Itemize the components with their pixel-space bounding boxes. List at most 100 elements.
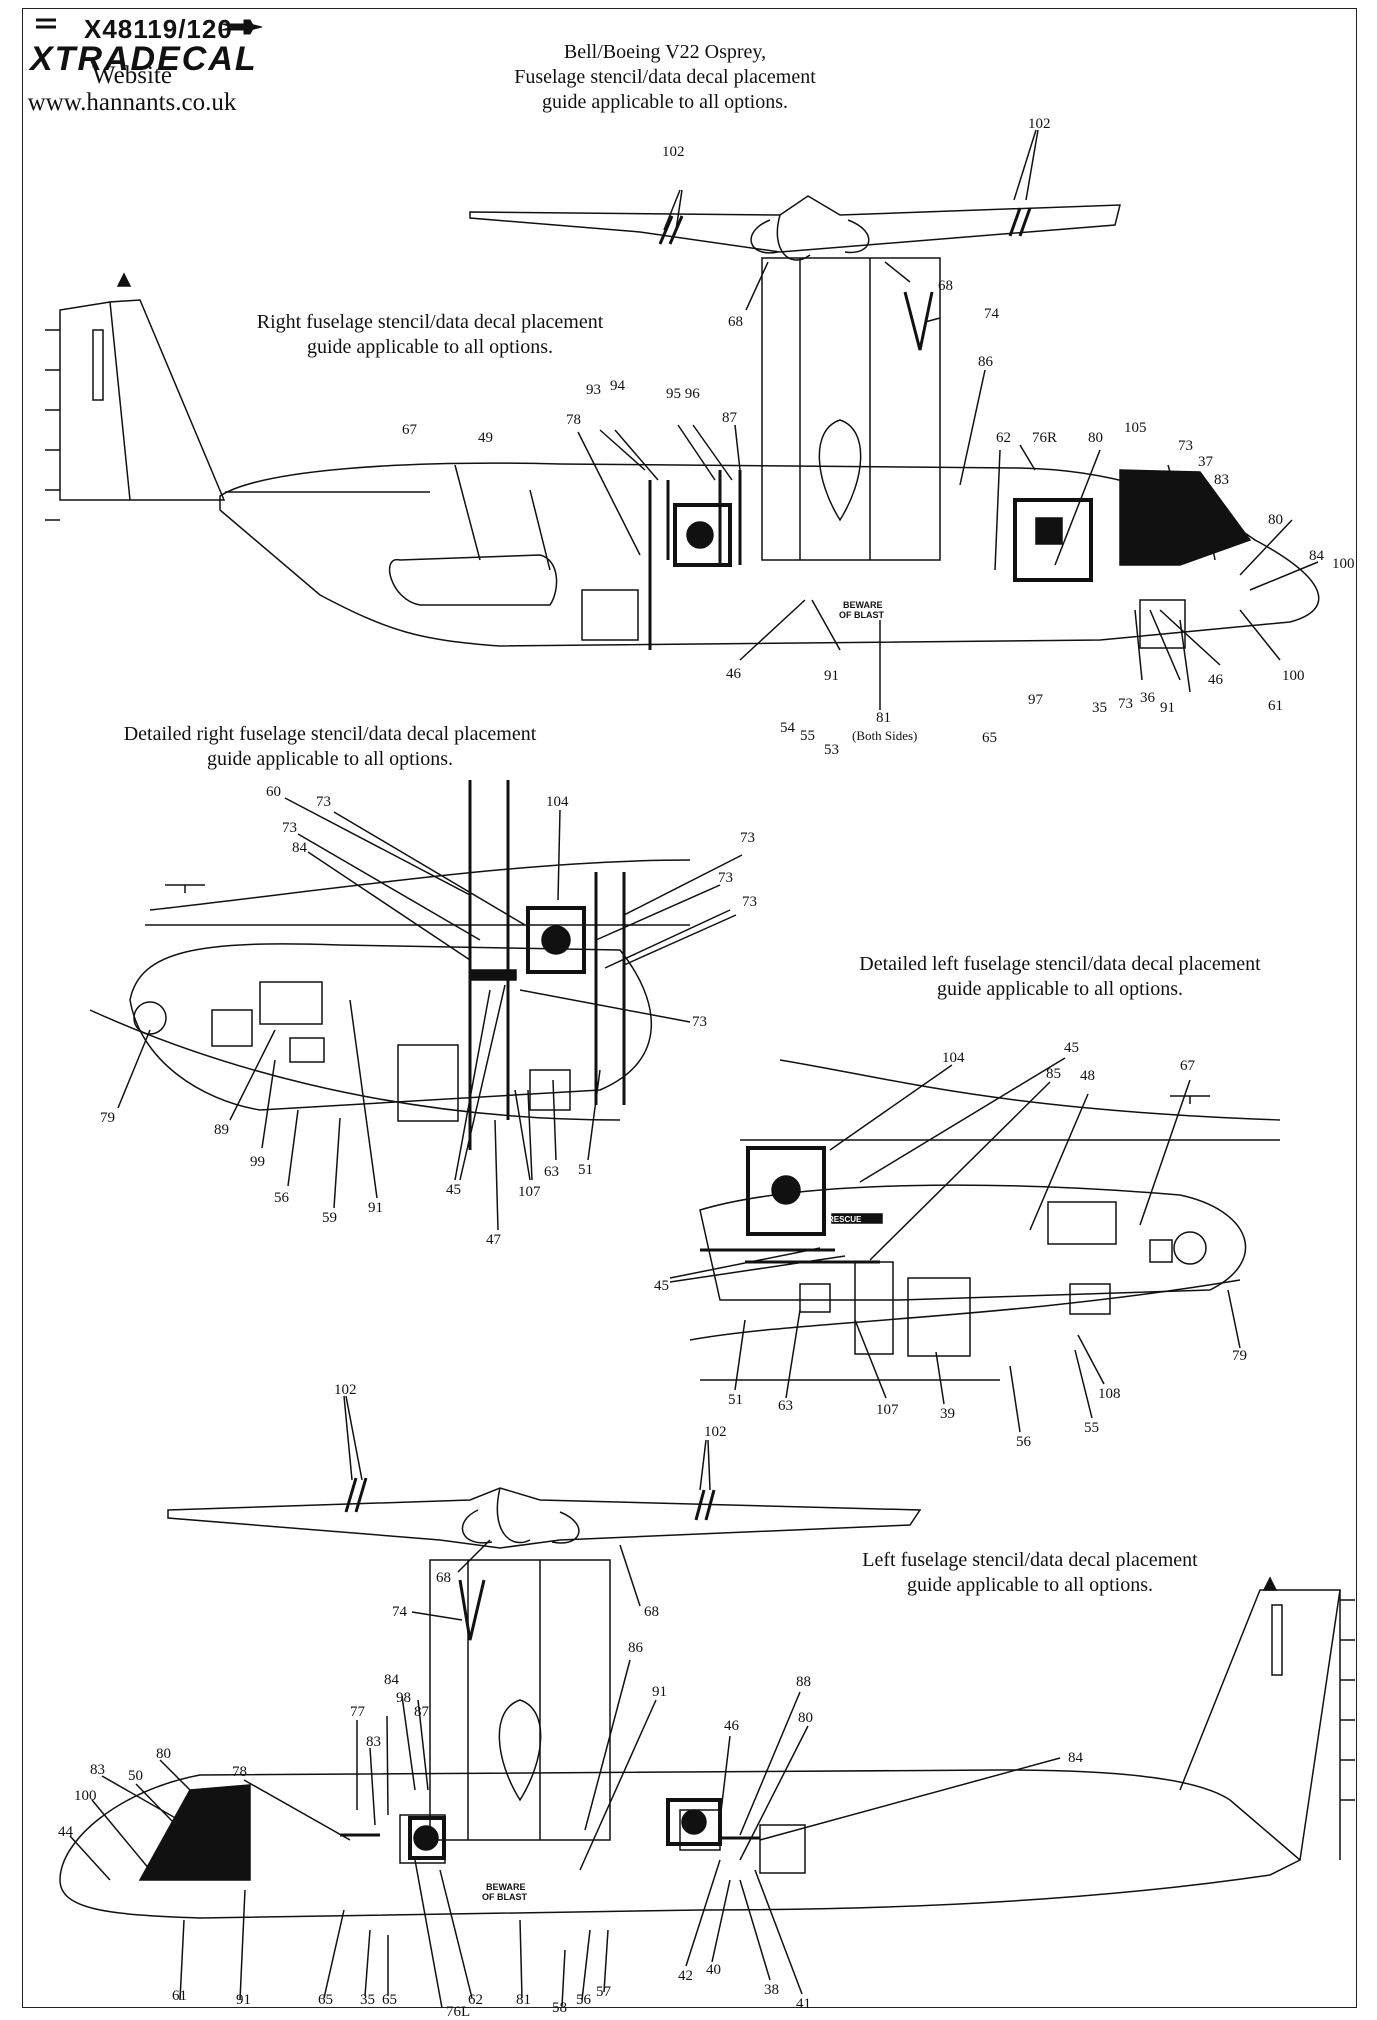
callout-label: 36	[1140, 690, 1156, 706]
callout-label: 104	[546, 794, 569, 810]
callout-label: 45	[1064, 1040, 1079, 1056]
callout-label: 35	[360, 1992, 375, 2008]
callout-label: 102	[1028, 116, 1051, 132]
callout-label: 104	[942, 1050, 965, 1066]
callout-label: 86	[978, 354, 994, 370]
callout-label: 84	[292, 840, 308, 856]
callout-label: 100	[1332, 556, 1355, 572]
callout-label: 42	[678, 1968, 693, 1984]
callout-label: 46	[726, 666, 742, 682]
callout-label: 48	[1080, 1068, 1095, 1084]
callout-label: 99	[250, 1154, 265, 1170]
left-view-labels: 102 102 68 68 74 86 91 46 88 80 84 78 77…	[58, 1382, 1084, 2020]
callout-label: 95 96	[666, 386, 700, 402]
callout-label: 46	[1208, 672, 1224, 688]
website-block: Website www.hannants.co.uk	[22, 62, 242, 116]
callout-label: 94	[610, 378, 626, 394]
page-border	[22, 8, 1357, 2008]
logo-jet-icon	[36, 18, 263, 35]
callout-label: 56	[576, 1992, 592, 2008]
callout-label: 74	[392, 1604, 408, 1620]
callout-label: 83	[366, 1734, 381, 1750]
callout-label: 55	[800, 728, 815, 744]
callout-label: 91	[368, 1200, 383, 1216]
callout-label: 63	[544, 1164, 559, 1180]
callout-label: 63	[778, 1398, 793, 1414]
callout-label: 102	[704, 1424, 727, 1440]
callout-label: 84	[1068, 1750, 1084, 1766]
callout-label: 38	[764, 1982, 779, 1998]
callout-label: 83	[1214, 472, 1229, 488]
callout-label: 61	[1268, 698, 1283, 714]
callout-label: 56	[1016, 1434, 1032, 1450]
callout-label: 79	[100, 1110, 115, 1126]
callout-label: 91	[1160, 700, 1175, 716]
callout-label: 88	[796, 1674, 811, 1690]
callout-label: 80	[156, 1746, 171, 1762]
callout-label: 65	[318, 1992, 333, 2008]
left-fuselage-view	[59, 1395, 1355, 2009]
beware-marking: OF BLAST	[839, 610, 884, 620]
callout-label: 87	[414, 1704, 430, 1720]
right-view-labels: 102 102 68 68 74 86 93 94 95 96 87 78 67…	[402, 116, 1355, 758]
callout-label: 107	[876, 1402, 899, 1418]
detail-left-heading: Detailed left fuselage stencil/data deca…	[859, 953, 1261, 1000]
callout-label: 62	[996, 430, 1011, 446]
callout-label: 53	[824, 742, 839, 758]
callout-label: 68	[436, 1570, 451, 1586]
callout-label: 76L	[446, 2004, 470, 2020]
callout-label: 80	[1268, 512, 1283, 528]
callout-label: 102	[662, 144, 685, 160]
website-url: www.hannants.co.uk	[27, 89, 237, 116]
callout-label: 73	[692, 1014, 707, 1030]
callout-label: 49	[478, 430, 493, 446]
callout-label: 58	[552, 2000, 567, 2016]
callout-label: 35	[1092, 700, 1107, 716]
callout-label: 68	[938, 278, 953, 294]
callout-label: 91	[236, 1992, 251, 2008]
callout-label: 47	[486, 1232, 502, 1248]
callout-label: 67	[402, 422, 418, 438]
right-section-heading: Right fuselage stencil/data decal placem…	[256, 311, 604, 358]
callout-label: (Both Sides)	[852, 728, 917, 743]
callout-label: 54	[780, 720, 796, 736]
callout-label: 84	[1309, 548, 1325, 564]
detail-right-heading: Detailed right fuselage stencil/data dec…	[123, 723, 537, 770]
callout-label: 68	[644, 1604, 659, 1620]
beware-marking: BEWARE	[486, 1882, 526, 1892]
callout-label: 107	[518, 1184, 541, 1200]
callout-label: 77	[350, 1704, 366, 1720]
callout-label: 46	[724, 1718, 740, 1734]
callout-label: 73	[742, 894, 757, 910]
callout-label: 86	[628, 1640, 644, 1656]
beware-marking: BEWARE	[843, 600, 883, 610]
callout-label: 68	[728, 314, 743, 330]
callout-label: 40	[706, 1962, 721, 1978]
callout-label: 98	[396, 1690, 411, 1706]
callout-label: 73	[316, 794, 331, 810]
callout-label: 91	[652, 1684, 667, 1700]
callout-label: 60	[266, 784, 281, 800]
callout-label: 79	[1232, 1348, 1247, 1364]
callout-label: 73	[740, 830, 755, 846]
callout-label: 102	[334, 1382, 357, 1398]
callout-label: 85	[1046, 1066, 1061, 1082]
callout-label: 65	[382, 1992, 397, 2008]
website-label: Website	[92, 62, 172, 89]
callout-label: 89	[214, 1122, 229, 1138]
callout-label: 78	[566, 412, 581, 428]
callout-label: 55	[1084, 1420, 1099, 1436]
brand-name: XTRADECAL	[30, 40, 258, 78]
callout-label: 67	[1180, 1058, 1196, 1074]
callout-label: 44	[58, 1824, 74, 1840]
callout-label: 50	[128, 1768, 143, 1784]
callout-label: 93	[586, 382, 601, 398]
left-section-heading: Left fuselage stencil/data decal placeme…	[862, 1549, 1198, 1596]
callout-label: 76R	[1032, 430, 1057, 446]
detail-left-view	[669, 1057, 1281, 1433]
callout-label: 41	[796, 1996, 811, 2012]
callout-label: 62	[468, 1992, 483, 2008]
callout-label: 83	[90, 1762, 105, 1778]
detail-right-labels: 60 73 73 84 104 73 73 73 73 79 89 99 56 …	[100, 784, 757, 1248]
